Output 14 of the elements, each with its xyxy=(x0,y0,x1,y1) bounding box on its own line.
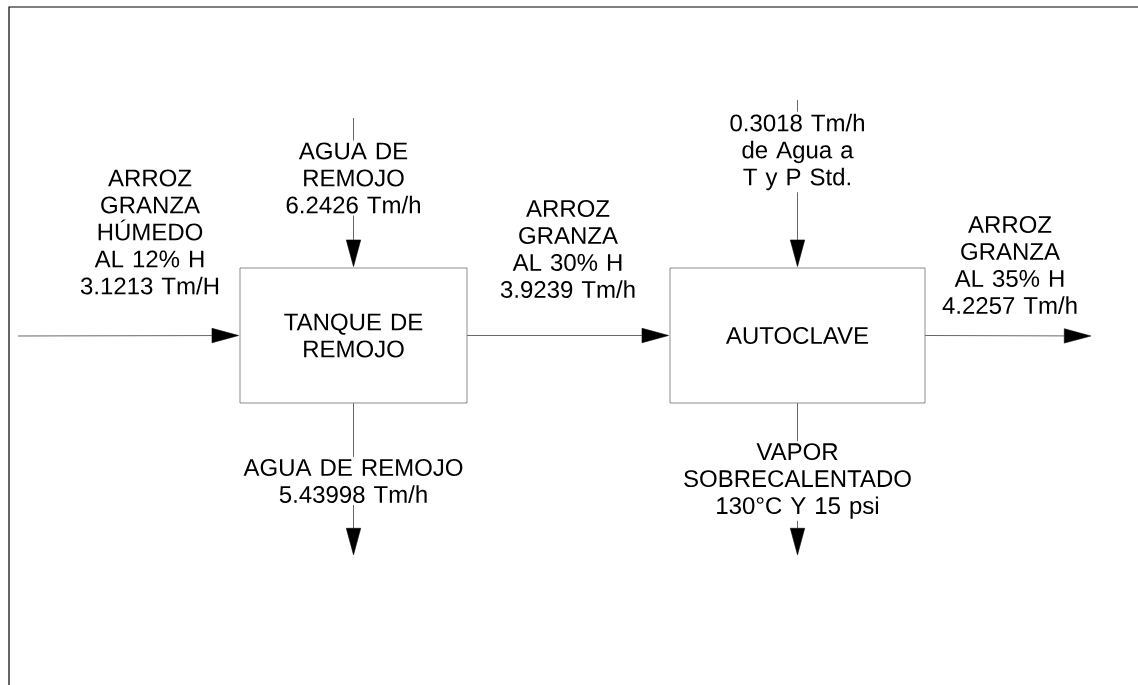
flow-arrow xyxy=(467,328,669,343)
flow-label: ARROZ GRANZA AL 30% H 3.9239 Tm/h xyxy=(491,198,645,300)
flow-arrow xyxy=(346,403,361,556)
process-box: AUTOCLAVE xyxy=(669,267,926,404)
flow-label: 0.3018 Tm/h de Agua a T y P Std. xyxy=(720,111,875,193)
flow-arrow xyxy=(925,328,1092,344)
flow-label: ARROZ GRANZA HÚMEDO AL 12% H 3.1213 Tm/H xyxy=(73,167,227,297)
process-box: TANQUE DE REMOJO xyxy=(239,267,468,404)
flow-label: AGUA DE REMOJO 6.2426 Tm/h xyxy=(276,140,431,216)
flow-label: ARROZ GRANZA AL 35% H 4.2257 Tm/h xyxy=(933,214,1087,316)
flow-label: VAPOR SOBRECALENTADO 130°C Y 15 psi xyxy=(660,441,935,521)
flow-arrow xyxy=(346,117,361,267)
flow-label: AGUA DE REMOJO 5.43998 Tm/h xyxy=(235,457,472,505)
flow-arrow xyxy=(17,328,239,344)
